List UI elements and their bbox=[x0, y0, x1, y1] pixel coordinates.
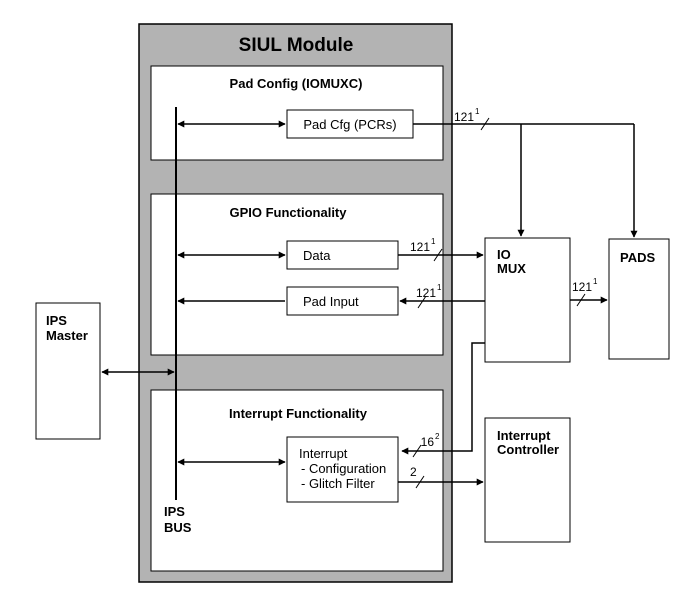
ips-bus-label-2: BUS bbox=[164, 520, 192, 535]
io-mux-label-2: MUX bbox=[497, 261, 526, 276]
siul-module-title: SIUL Module bbox=[239, 35, 354, 56]
pad-config-title: Pad Config (IOMUXC) bbox=[230, 76, 363, 91]
interrupt-label-3: - Glitch Filter bbox=[301, 476, 375, 491]
bus-slash bbox=[417, 295, 427, 309]
interrupt-label-1: Interrupt bbox=[299, 446, 348, 461]
interrupt-controller-label-1: Interrupt bbox=[497, 428, 551, 443]
padinput-bus-note: 1 bbox=[437, 283, 442, 292]
padinput-bus-width: 121 bbox=[416, 286, 436, 300]
bus-slash bbox=[576, 293, 586, 307]
bus-slash bbox=[433, 248, 443, 262]
interrupt-section-title: Interrupt Functionality bbox=[229, 406, 368, 421]
interrupt-controller-label-2: Controller bbox=[497, 442, 559, 457]
bus-slash bbox=[415, 475, 425, 489]
data-bus-note: 1 bbox=[431, 237, 436, 246]
pads-bus-width: 121 bbox=[572, 280, 592, 294]
pads-label: PADS bbox=[620, 250, 655, 265]
interrupt-label-2: - Configuration bbox=[301, 461, 386, 476]
bus-slash bbox=[480, 117, 490, 131]
irq-out-bus-width: 2 bbox=[410, 465, 417, 479]
ips-master-block bbox=[35, 302, 101, 440]
gpio-section bbox=[150, 193, 444, 356]
interrupt-controller-block bbox=[484, 417, 571, 543]
pads-bus-note: 1 bbox=[593, 277, 598, 286]
io-mux-block bbox=[484, 237, 571, 363]
pads-block bbox=[608, 238, 670, 360]
pcr-bus-note: 1 bbox=[475, 107, 480, 116]
pad-input-block bbox=[286, 286, 399, 316]
ips-master-label-1: IPS bbox=[46, 313, 67, 328]
data-label: Data bbox=[303, 248, 331, 263]
pad-cfg-label: Pad Cfg (PCRs) bbox=[303, 117, 396, 132]
ips-bus-label-1: IPS bbox=[164, 504, 185, 519]
irq-in-bus-width: 16 bbox=[421, 435, 435, 449]
io-mux-label-1: IO bbox=[497, 247, 511, 262]
data-block bbox=[286, 240, 399, 270]
iomux-to-interrupt-line bbox=[401, 342, 485, 455]
bus-slash bbox=[412, 444, 422, 458]
gpio-section-title: GPIO Functionality bbox=[229, 205, 347, 220]
data-bus-width: 121 bbox=[410, 240, 430, 254]
pad-input-label: Pad Input bbox=[303, 294, 359, 309]
pcr-bus-width: 121 bbox=[454, 110, 474, 124]
irq-in-bus-note: 2 bbox=[435, 432, 440, 441]
ips-master-label-2: Master bbox=[46, 328, 88, 343]
interrupt-block bbox=[286, 436, 399, 503]
